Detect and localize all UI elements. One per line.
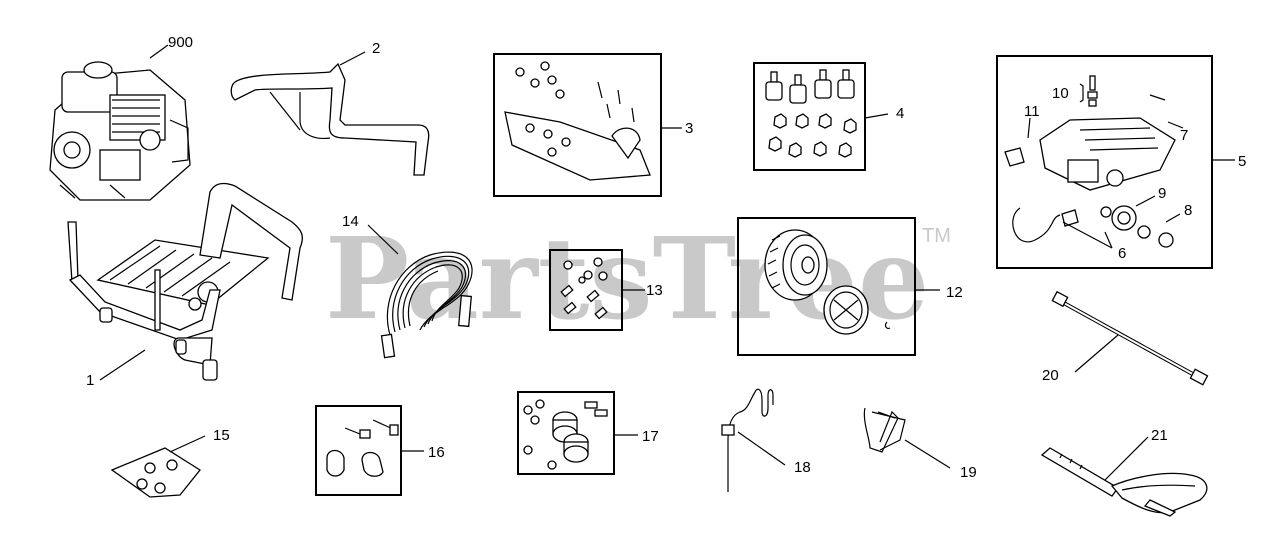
- lance-callout: 20: [1042, 367, 1059, 384]
- axle-kit-callout: 17: [642, 428, 659, 445]
- engine-callout: 900: [168, 34, 193, 51]
- handle-callout: 2: [372, 40, 380, 57]
- pump-cap-callout: 8: [1184, 202, 1192, 219]
- hose-part[interactable]: [380, 251, 473, 359]
- pump-box[interactable]: [996, 55, 1213, 269]
- axle-kit-box[interactable]: [517, 391, 615, 475]
- hardware-kit-part: [765, 69, 857, 158]
- pump-inlet-callout: 6: [1118, 245, 1126, 262]
- gun-part[interactable]: [1040, 447, 1208, 517]
- pump-fitting-bracket: [1079, 83, 1084, 103]
- lance-part[interactable]: [1051, 290, 1209, 386]
- hose-callout: 14: [342, 213, 359, 230]
- holder-leader: [904, 439, 951, 469]
- bolt-kit-callout: 13: [646, 282, 663, 299]
- pump-inlet-leader-b: [1104, 231, 1113, 249]
- wheel-kit-box[interactable]: [737, 217, 916, 356]
- axle-kit-part: [523, 399, 608, 470]
- hardware-kit-callout: 4: [896, 105, 904, 122]
- handle-clip-callout: 15: [213, 427, 230, 444]
- pump-nipple-leader: [1027, 117, 1031, 139]
- wheel-kit-part: [764, 229, 891, 335]
- hose-leader: [367, 224, 399, 255]
- pump-cap-leader: [1165, 213, 1181, 223]
- wheel-kit-callout: 12: [946, 284, 963, 301]
- pump-plug-callout: 7: [1180, 127, 1188, 144]
- lance-leader: [1074, 334, 1119, 373]
- handle-clip-part[interactable]: [110, 447, 201, 498]
- choke-rod-leader: [737, 431, 786, 466]
- frame-callout: 1: [86, 372, 94, 389]
- pump-plug-leader: [1167, 121, 1184, 129]
- bracket-kit-part: [504, 61, 651, 181]
- bracket-kit-box[interactable]: [493, 53, 662, 197]
- bolt-set-callout: 16: [428, 444, 445, 461]
- engine-part[interactable]: [49, 61, 191, 201]
- frame-part[interactable]: [67, 182, 303, 381]
- gun-leader: [1104, 436, 1149, 481]
- handle-clip-leader: [169, 435, 206, 453]
- pump-inlet-leader-a: [1062, 221, 1113, 249]
- hardware-kit-leader: [864, 113, 889, 119]
- handle-leader: [339, 51, 366, 66]
- bolt-set-box[interactable]: [315, 405, 402, 496]
- pump-callout: 5: [1238, 153, 1246, 170]
- watermark-trademark: TM: [922, 225, 951, 247]
- engine-leader: [149, 44, 169, 59]
- holder-part[interactable]: [863, 407, 906, 453]
- frame-leader: [99, 349, 146, 381]
- bracket-kit-callout: 3: [685, 120, 693, 137]
- choke-rod-callout: 18: [794, 459, 811, 476]
- hardware-kit-box[interactable]: [753, 62, 866, 171]
- bolt-kit-part: [560, 257, 608, 320]
- choke-rod-part[interactable]: [721, 388, 774, 492]
- pump-part: [1004, 75, 1176, 248]
- pump-coupler-callout: 9: [1158, 185, 1166, 202]
- gun-callout: 21: [1151, 427, 1168, 444]
- bolt-set-part: [326, 419, 399, 477]
- pump-coupler-leader: [1135, 195, 1156, 207]
- pump-fitting-callout: 10: [1052, 85, 1069, 102]
- pump-nipple-callout: 11: [1024, 103, 1040, 120]
- holder-callout: 19: [960, 464, 977, 481]
- handle-part[interactable]: [230, 62, 430, 176]
